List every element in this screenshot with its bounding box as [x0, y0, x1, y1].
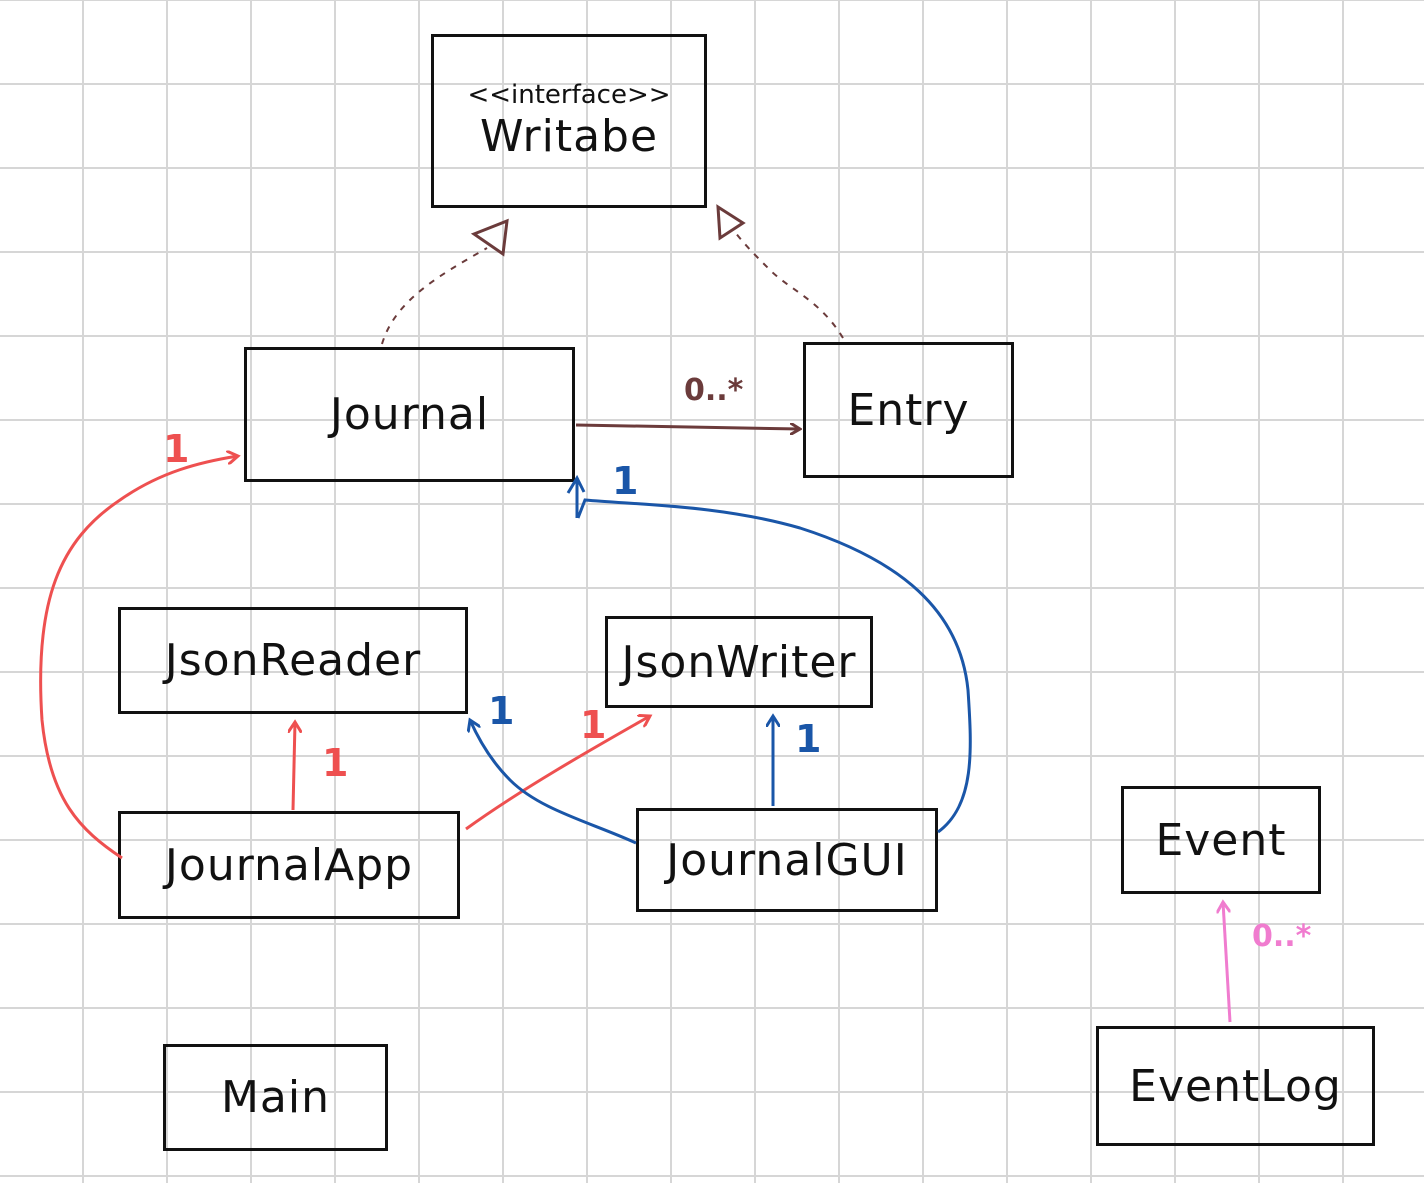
mult-gui-reader: 1 — [488, 689, 514, 733]
association-app-reader — [293, 722, 295, 811]
event-log-name: EventLog — [1129, 1060, 1342, 1112]
arrowhead-gui-journal — [566, 474, 586, 494]
mult-app-writer: 1 — [580, 703, 606, 747]
class-json-writer: JsonWriter — [605, 616, 873, 708]
writable-name: Writabe — [479, 111, 659, 163]
association-gui-reader — [470, 720, 637, 845]
association-app-writer — [465, 716, 650, 831]
class-json-reader: JsonReader — [118, 607, 468, 714]
realization-entry-writable — [734, 231, 844, 339]
realization-journal-writable — [381, 247, 488, 345]
class-event-log: EventLog — [1096, 1026, 1375, 1146]
mult-app-journal: 1 — [163, 427, 189, 471]
realization-triangle-journal — [470, 218, 509, 257]
realization-triangle-entry — [716, 204, 746, 241]
writable-stereotype: <<interface>> — [467, 79, 671, 110]
json-reader-name: JsonReader — [164, 635, 422, 686]
class-entry: Entry — [803, 342, 1014, 478]
class-journal-gui: JournalGUI — [636, 808, 938, 912]
main-name: Main — [220, 1072, 331, 1123]
mult-eventlog-event: 0..* — [1252, 919, 1312, 954]
mult-app-reader: 1 — [322, 741, 348, 785]
journal-name: Journal — [329, 389, 490, 440]
association-journal-entry — [575, 425, 800, 429]
event-name: Event — [1155, 814, 1287, 866]
mult-journal-entry: 0..* — [684, 373, 744, 408]
class-event: Event — [1121, 786, 1321, 894]
class-main: Main — [163, 1044, 388, 1151]
journal-app-name: JournalApp — [164, 839, 414, 891]
mult-gui-writer: 1 — [795, 717, 821, 761]
json-writer-name: JsonWriter — [621, 636, 857, 688]
class-journal-app: JournalApp — [118, 811, 460, 919]
association-eventlog-event — [1223, 902, 1232, 1023]
entry-name: Entry — [847, 384, 970, 436]
association-gui-journal — [576, 498, 972, 834]
journal-gui-name: JournalGUI — [666, 834, 908, 886]
mult-gui-journal: 1 — [612, 459, 638, 503]
association-app-journal — [39, 456, 238, 860]
class-journal: Journal — [244, 347, 575, 482]
class-writable: <<interface>> Writabe — [431, 34, 707, 208]
